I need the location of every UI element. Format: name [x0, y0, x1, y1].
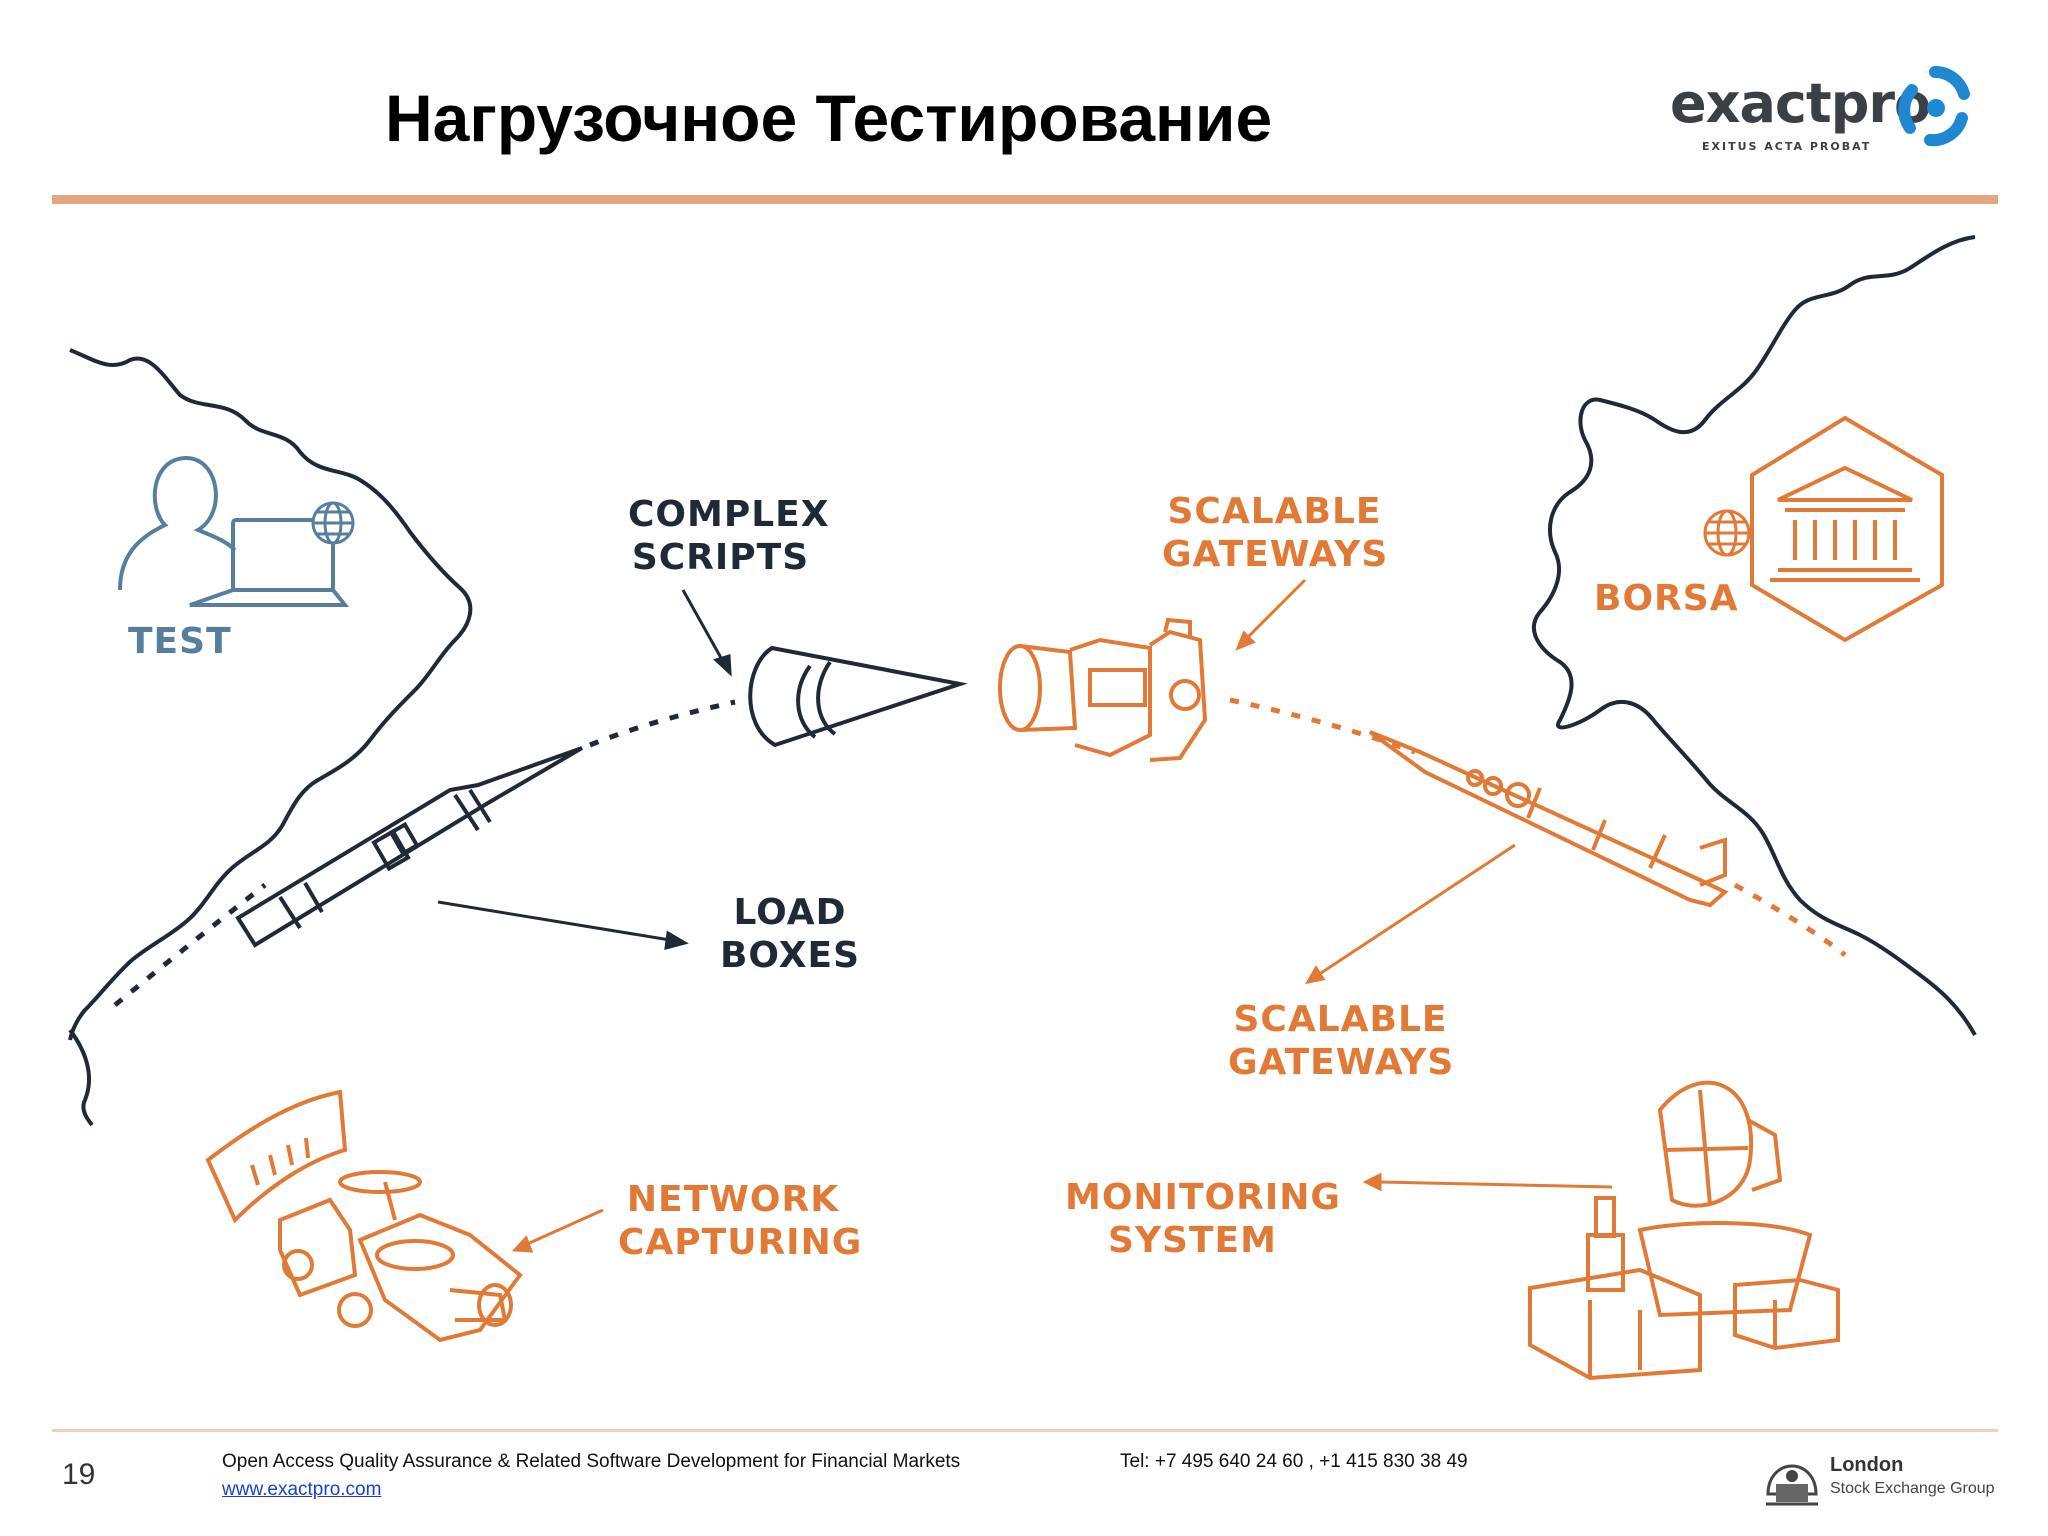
- arrow-monitoring-system: [1362, 1172, 1613, 1192]
- lseg-logo: London Stock Exchange Group: [1762, 1454, 1995, 1514]
- arrow-network-capturing: [511, 1208, 604, 1253]
- arrow-scalable-gateways-bottom: [1305, 843, 1516, 985]
- label-line: SCALABLE: [1167, 491, 1382, 532]
- lseg-name: London: [1830, 1454, 1904, 1476]
- label-line: MONITORING: [1065, 1177, 1341, 1218]
- label-line: LOAD: [733, 892, 847, 933]
- label-line: SYSTEM: [1108, 1220, 1277, 1261]
- label-line: COMPLEX: [628, 494, 830, 535]
- pencil-rocket-icon: [235, 746, 584, 948]
- label-line: CAPTURING: [618, 1222, 863, 1263]
- radar-dish-icon: [1528, 1080, 1840, 1381]
- rover-icon: [205, 1089, 523, 1343]
- exactpro-logo: exactpro EXITUS ACTA PROBAT: [1660, 62, 1980, 162]
- globe-icon: [1703, 509, 1751, 557]
- label-complex-scripts: COMPLEX SCRIPTS: [628, 493, 830, 579]
- top-divider: [52, 195, 1998, 204]
- trajectory-mid-dots: [589, 699, 736, 748]
- person-laptop-icon: [118, 456, 350, 607]
- lseg-crest-icon: [1766, 1464, 1818, 1506]
- lseg-subname: Stock Exchange Group: [1830, 1480, 1995, 1497]
- arrow-scalable-gateways-top: [1235, 578, 1307, 651]
- cone-nose-icon: [748, 645, 968, 748]
- label-line: BOXES: [719, 935, 861, 976]
- satellite-icon: [998, 617, 1208, 762]
- slide-title: Нагрузочное Тестирование: [385, 81, 1273, 155]
- trajectory-left-dots: [113, 883, 267, 1007]
- label-network-capturing: NETWORK CAPTURING: [618, 1178, 863, 1264]
- label-monitoring-system: MONITORING SYSTEM: [1065, 1176, 1341, 1262]
- footer-website-link[interactable]: www.exactpro.com: [222, 1479, 382, 1500]
- right-coastline: [1532, 235, 1977, 1036]
- footer-description: Open Access Quality Assurance & Related …: [222, 1451, 961, 1472]
- rocket-icon: [1368, 730, 1729, 908]
- arrow-complex-scripts: [681, 589, 732, 677]
- label-borsa: BORSA: [1594, 578, 1739, 619]
- page-number: 19: [62, 1458, 96, 1491]
- logo-word: exactpro: [1670, 72, 1931, 135]
- label-scalable-gateways-top: SCALABLE GATEWAYS: [1162, 490, 1387, 576]
- label-line: SCRIPTS: [631, 537, 810, 578]
- bank-building-icon: [1750, 415, 1944, 643]
- trajectory-right-dots: [1229, 697, 1416, 755]
- left-coastline: [68, 348, 473, 1041]
- exactpro-mark-icon: [1898, 65, 1970, 147]
- label-line: GATEWAYS: [1162, 534, 1389, 575]
- bottom-divider: [52, 1429, 1998, 1432]
- label-test: TEST: [128, 621, 232, 662]
- label-line: SCALABLE: [1233, 999, 1448, 1040]
- logo-tagline: EXITUS ACTA PROBAT: [1702, 140, 1872, 153]
- label-line: GATEWAYS: [1228, 1042, 1455, 1083]
- label-scalable-gateways-bottom: SCALABLE GATEWAYS: [1228, 998, 1453, 1084]
- label-load-boxes: LOAD BOXES: [715, 891, 865, 977]
- label-line: NETWORK: [626, 1179, 840, 1220]
- arrow-load-boxes: [437, 900, 689, 951]
- globe-icon: [311, 501, 355, 545]
- footer-telephone: Tel: +7 495 640 24 60 , +1 415 830 38 49: [1120, 1451, 1468, 1472]
